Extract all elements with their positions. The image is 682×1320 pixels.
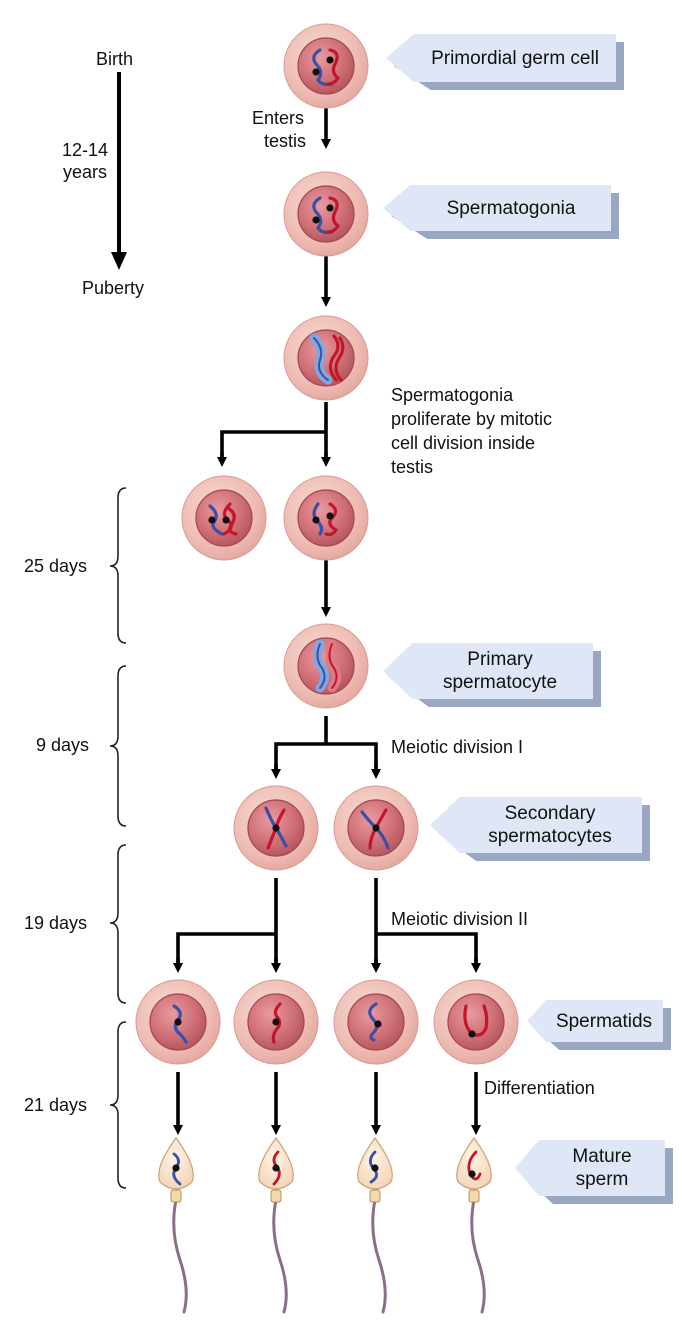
tag-primary-spermatocyte: Primary spermatocyte [383,643,603,709]
cell-secondary-spermatocyte-right [333,785,419,871]
tag-primordial-label: Primordial germ cell [431,47,599,69]
tag-secondary-label-2: spermatocytes [488,826,612,847]
tag-primordial-germ-cell: Primordial germ cell [386,34,626,92]
label-differentiation: Differentiation [484,1078,595,1098]
cell-secondary-spermatocyte-left [233,785,319,871]
duration-9-days: 9 days [36,735,90,755]
tag-mature-sperm: Mature sperm [515,1140,675,1206]
tag-mature-label-2: sperm [575,1169,629,1190]
cell-spermatogonia-daughter-right [283,475,369,561]
cell-primary-spermatocyte [283,623,369,709]
duration-21-days: 21 days [24,1095,88,1115]
arrow-meiosis-2-left [176,878,278,964]
timeline-arrow [111,72,127,270]
flow-arrows [173,100,481,1135]
timeline-birth: Birth [96,49,134,69]
duration-19-days: 19 days [24,913,88,933]
duration-braces [109,487,127,1189]
brace-25-days [109,487,127,644]
sperm-1 [158,1136,194,1314]
tag-secondary-spermatocytes: Secondary spermatocytes [430,797,652,863]
cell-spermatogonia-dividing [283,315,369,401]
timeline-years-value: 12-14 [61,140,109,160]
label-proliferate-1: Spermatogonia [391,385,514,405]
brace-19-days [109,844,127,1004]
sperm-4 [456,1136,492,1314]
tag-spermatogonia: Spermatogonia [383,185,621,241]
sperm-3 [357,1136,393,1314]
tag-spermatogonia-label: Spermatogonia [446,197,576,219]
brace-9-days [109,665,127,827]
tag-primary-label-1: Primary [467,649,533,670]
timeline-puberty: Puberty [82,278,145,298]
tag-mature-label-1: Mature [572,1146,632,1167]
label-proliferate-3: cell division inside [391,433,536,453]
tag-spermatids: Spermatids [527,1000,673,1052]
cell-primordial-germ-cell [283,23,369,109]
cell-spermatid-1 [135,979,221,1065]
cell-spermatogonia [283,171,369,257]
tag-primary-label-2: spermatocyte [442,672,558,693]
arrow-meiosis-1 [274,716,378,772]
label-enters: Enters [252,108,305,128]
label-meiotic-division-1: Meiotic division I [391,737,524,757]
cell-spermatid-3 [333,979,419,1065]
cell-spermatid-4 [433,979,519,1065]
timeline-years-unit: years [62,162,107,182]
tag-secondary-label-1: Secondary [504,803,596,824]
cell-spermatid-2 [233,979,319,1065]
label-proliferate-4: testis [391,457,434,477]
arrow-mitotic-split [220,402,328,462]
brace-21-days [109,1021,127,1189]
cell-spermatogonia-daughter-left [181,475,267,561]
duration-25-days: 25 days [24,556,88,576]
label-testis: testis [264,131,307,151]
label-meiotic-division-2: Meiotic division II [391,909,529,929]
label-proliferate-2: proliferate by mitotic [391,409,553,429]
mature-sperm-cells [158,1136,492,1314]
tag-spermatids-label: Spermatids [555,1010,653,1032]
cells [135,23,519,1065]
sperm-2 [258,1136,294,1314]
